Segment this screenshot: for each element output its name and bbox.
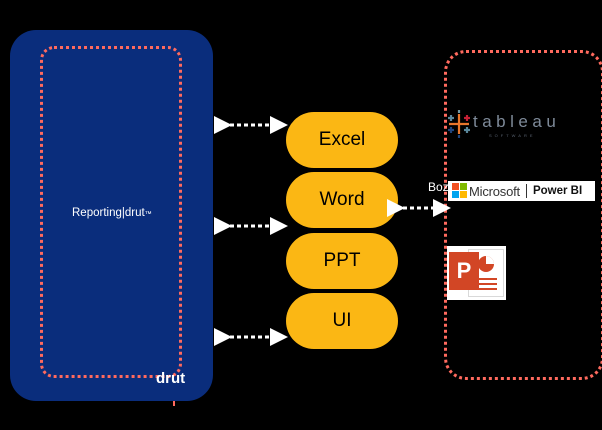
tableau-wordmark: tableau bbox=[473, 112, 561, 131]
reporting-label-text: Reporting|drut bbox=[72, 207, 145, 219]
tools-dotted-frame bbox=[444, 50, 602, 380]
tableau-logo-icon bbox=[448, 110, 470, 138]
powerbi-wordmark: Power BI bbox=[532, 185, 583, 197]
logo-separator bbox=[525, 184, 527, 198]
ppt-pill: PPT bbox=[286, 233, 398, 289]
reporting-dotted-frame bbox=[40, 46, 182, 378]
word-pill: Word bbox=[286, 172, 398, 228]
decorative-tick bbox=[173, 401, 175, 406]
drut-brand: drut bbox=[156, 370, 186, 387]
powerbi-logo: Microsoft Power BI bbox=[448, 181, 595, 201]
microsoft-logo-icon bbox=[452, 183, 468, 199]
powerpoint-badge: P bbox=[449, 252, 479, 290]
microsoft-wordmark: Microsoft bbox=[469, 183, 520, 199]
excel-pill: Excel bbox=[286, 112, 398, 168]
trademark-mark: ™ bbox=[144, 211, 152, 218]
tableau-subtitle: SOFTWARE bbox=[489, 133, 536, 138]
pie-chart-icon bbox=[475, 256, 497, 290]
ui-pill: UI bbox=[286, 293, 398, 349]
reporting-label: Reporting|drut™ bbox=[72, 207, 152, 219]
partial-text: Boz bbox=[428, 180, 449, 194]
